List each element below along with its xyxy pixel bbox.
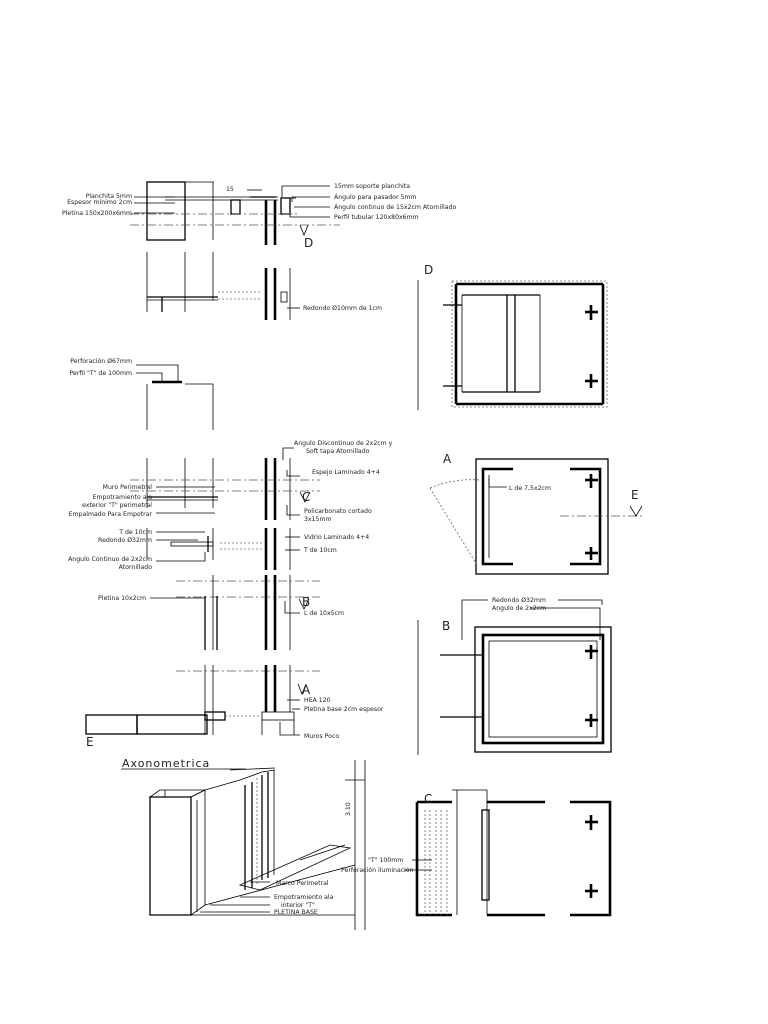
fourth-detail-leaders [156,447,300,516]
section-mark-c-plan: C [424,792,432,806]
section-mark-d-top: D [304,236,313,250]
label-emp-axo-1: Empotramiento ala [274,894,334,901]
label-policarbonato-2: 3x15mm [304,516,332,523]
label-perfil-t100: Perfil "T" de 100mm [70,370,132,377]
label-pletina-base-axo: PLETINA BASE [274,909,318,916]
fourth-detail [130,458,320,520]
bottom-detail [85,665,320,736]
label-espejo-laminado: Espejo Laminado 4+4 [312,469,380,476]
label-emp-axo-2: interior "T" [281,902,315,909]
label-vidrio-laminado: Vidrio Laminado 4+4 [304,534,369,541]
plan-c [364,760,612,930]
section-mark-c-left: C [302,490,310,504]
section-mark-e-plan: E [631,488,639,502]
label-muros: Muros Poco [304,733,339,740]
label-angulo-discontinuo: Angulo Discontinuo de 2x2cm y [294,440,393,447]
label-espesor-minimo: Espesor mínimo 2cm [67,198,132,206]
label-angulo-continuo-1: Angulo Continuo de 2x2cm [68,556,152,563]
label-pletina-base: Pletina base 2cm espesor [304,706,384,713]
label-angulo-2x2-b: Angulo de 2x2cm [492,605,546,612]
label-angulo-continuo-2: Atornillado [119,564,153,571]
label-empotramiento-1: Empotramiento ala [93,494,153,501]
section-mark-e-left: E [86,735,94,749]
label-perforacion: Perforación Ø67mm [70,357,132,365]
label-policarbonato-1: Policarbonato cortado [304,508,372,515]
label-dim-310: 3.10 [345,802,352,816]
label-perfil-tubular: Perfil tubular 120x80x6mm [334,214,419,221]
section-mark-b-plan: B [442,619,450,633]
axonometric [121,760,365,930]
plan-a [429,458,645,575]
section-mark-a-left: A [302,683,311,697]
fifth-detail [146,528,300,570]
section-mark-d-plan: D [424,263,433,277]
section-mark-b-left: B [302,595,310,609]
sixth-detail [150,575,320,650]
label-perforacion-lum: Perforación iluminación [341,866,414,874]
third-detail [136,364,214,430]
label-pletina-10x2: Pletina 10x2cm [98,595,146,602]
label-t10-left: T de 10cm [118,529,152,536]
section-mark-a-plan: A [443,452,452,466]
label-ranura-soporte: 15mm soporte planchita [334,183,410,190]
label-hea: HEA 120 [304,697,331,704]
label-redondo-10: Redondo Ø10mm de 1cm [303,304,382,312]
label-muro-perimetral: Muro Perimetral [103,484,153,491]
label-redondo-32-b: Redondo Ø32mm [492,596,546,604]
label-empalme: Empalmado Para Empotrar [69,511,153,518]
label-marco-perimetral: Marco Perimetral [276,880,329,887]
top-detail-leaders [134,185,330,218]
label-empotramiento-2: exterior "T" perimetral [82,502,152,509]
label-t100-axo: "T" 100mm [368,857,403,864]
plan-b [417,599,612,755]
label-t10-right: T de 10cm [303,547,337,554]
label-angulo-continuo-top: Ángulo continuo de 15x2cm Atornillado [334,202,456,211]
label-dim-15: 15 [226,186,234,193]
plan-d [417,280,608,410]
label-pletina-150: Pletina 150x200x6mm [62,210,132,217]
label-redondo-32-left: Redondo Ø32mm [98,536,152,544]
second-detail [146,252,300,320]
label-planchita: Planchita 5mm [86,193,132,200]
axonometric-title: Axonometrica [122,757,210,770]
label-l-7: L de 7,5x2cm [509,485,551,492]
top-detail [130,181,340,245]
label-l-10x5: L de 10x5cm [304,610,344,617]
label-angulo-discontinuo-2: Soft tapa Atornillado [306,448,370,455]
label-angulo-pasador: Ángulo para pasador 5mm [334,192,416,201]
